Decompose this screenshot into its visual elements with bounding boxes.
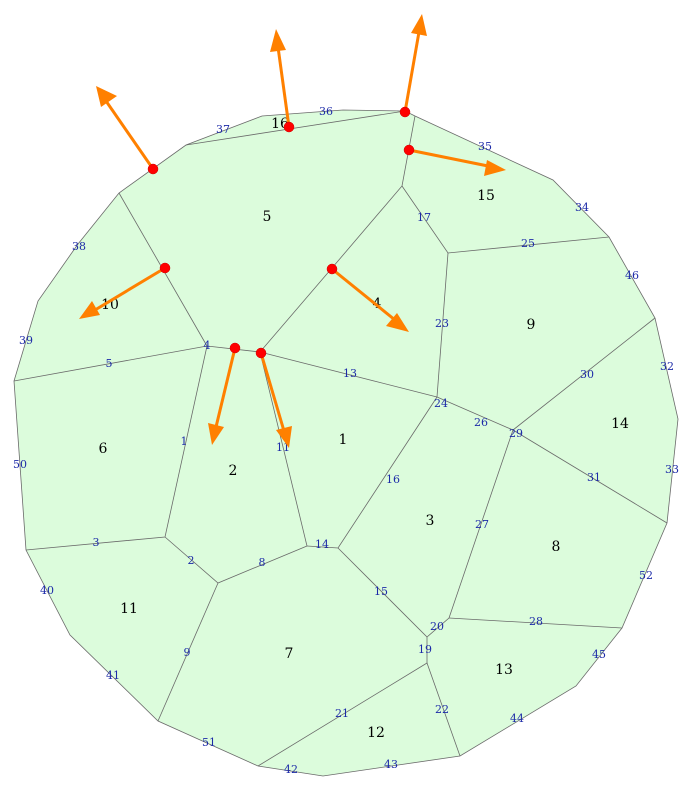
marker-dot	[326, 263, 338, 275]
edge-label: 25	[521, 237, 535, 250]
edge-label: 27	[475, 518, 489, 531]
face-label: 11	[120, 601, 138, 617]
edge-label: 1	[181, 435, 188, 448]
edge-label: 20	[430, 620, 444, 633]
face-label: 8	[552, 539, 561, 555]
edge-label: 26	[474, 416, 488, 429]
edge-label: 41	[106, 669, 120, 682]
face-label: 15	[477, 188, 495, 204]
edge-label: 30	[580, 368, 594, 381]
edge-label: 35	[478, 140, 492, 153]
face-label: 12	[367, 725, 385, 741]
arrow	[208, 347, 237, 445]
arrow	[270, 29, 291, 128]
edge-label: 23	[435, 317, 449, 330]
face-label: 3	[426, 513, 435, 529]
face-label: 2	[229, 463, 238, 479]
face-label: 14	[611, 416, 629, 432]
edge-label: 16	[386, 473, 400, 486]
edge-label: 8	[259, 556, 266, 569]
edge-label: 42	[284, 763, 298, 776]
marked-points	[147, 106, 415, 359]
edge-label: 15	[374, 585, 388, 598]
edge-label: 28	[529, 615, 543, 628]
arrow	[259, 352, 292, 448]
face-label: 13	[495, 662, 513, 678]
edge-label: 32	[660, 360, 674, 373]
edge-label: 33	[665, 463, 679, 476]
edge-label: 19	[418, 643, 432, 656]
edge-label: 43	[384, 758, 398, 771]
face-labels: 1 2 3 4 5 6 7 8 9 10 11 12 13 14 15 16	[99, 116, 629, 741]
edge-label: 45	[592, 648, 606, 661]
edge-label: 22	[435, 703, 449, 716]
marker-dot	[255, 347, 267, 359]
edge-label: 4	[204, 339, 211, 352]
edge-label: 50	[13, 458, 27, 471]
edge-label: 29	[509, 427, 523, 440]
marker-dot	[283, 121, 295, 133]
edge-label: 17	[417, 211, 431, 224]
edge-label: 9	[184, 646, 191, 659]
face-label: 7	[285, 646, 294, 662]
arrow	[331, 267, 409, 332]
edge-label: 46	[625, 269, 639, 282]
marker-dot	[399, 106, 411, 118]
edge-label: 39	[19, 334, 33, 347]
edge-label: 31	[587, 471, 601, 484]
edge-label: 37	[216, 123, 230, 136]
edge-label: 13	[343, 367, 357, 380]
arrow	[79, 266, 166, 319]
arrow	[403, 14, 427, 113]
arrow	[96, 86, 155, 170]
arrow	[408, 148, 506, 176]
edge-label: 51	[202, 736, 216, 749]
edge-label: 24	[434, 397, 448, 410]
edge-label: 38	[72, 240, 86, 253]
edge-label: 44	[510, 712, 524, 725]
arrows	[79, 14, 506, 448]
mesh-edges	[13, 110, 668, 767]
edge-label: 2	[188, 554, 195, 567]
face-label: 1	[339, 432, 348, 448]
face-label: 6	[99, 441, 108, 457]
marker-dot	[147, 163, 159, 175]
edge-labels: 1 2 3 4 5 8 9 11 13 14 15 16 17 19 20 21…	[13, 105, 679, 776]
edge-label: 36	[319, 105, 333, 118]
face-label: 10	[101, 297, 119, 313]
marker-dot	[229, 342, 241, 354]
face-label: 9	[527, 317, 536, 333]
edge-label: 14	[315, 538, 329, 551]
edge-label: 40	[40, 584, 54, 597]
edge-label: 52	[639, 569, 653, 582]
edge-label: 21	[335, 707, 349, 720]
edge-label: 34	[575, 201, 589, 214]
marker-dot	[403, 144, 415, 156]
face-label: 5	[263, 209, 272, 225]
marker-dot	[159, 262, 171, 274]
edge-label: 3	[93, 536, 100, 549]
edge-label: 5	[106, 357, 113, 370]
